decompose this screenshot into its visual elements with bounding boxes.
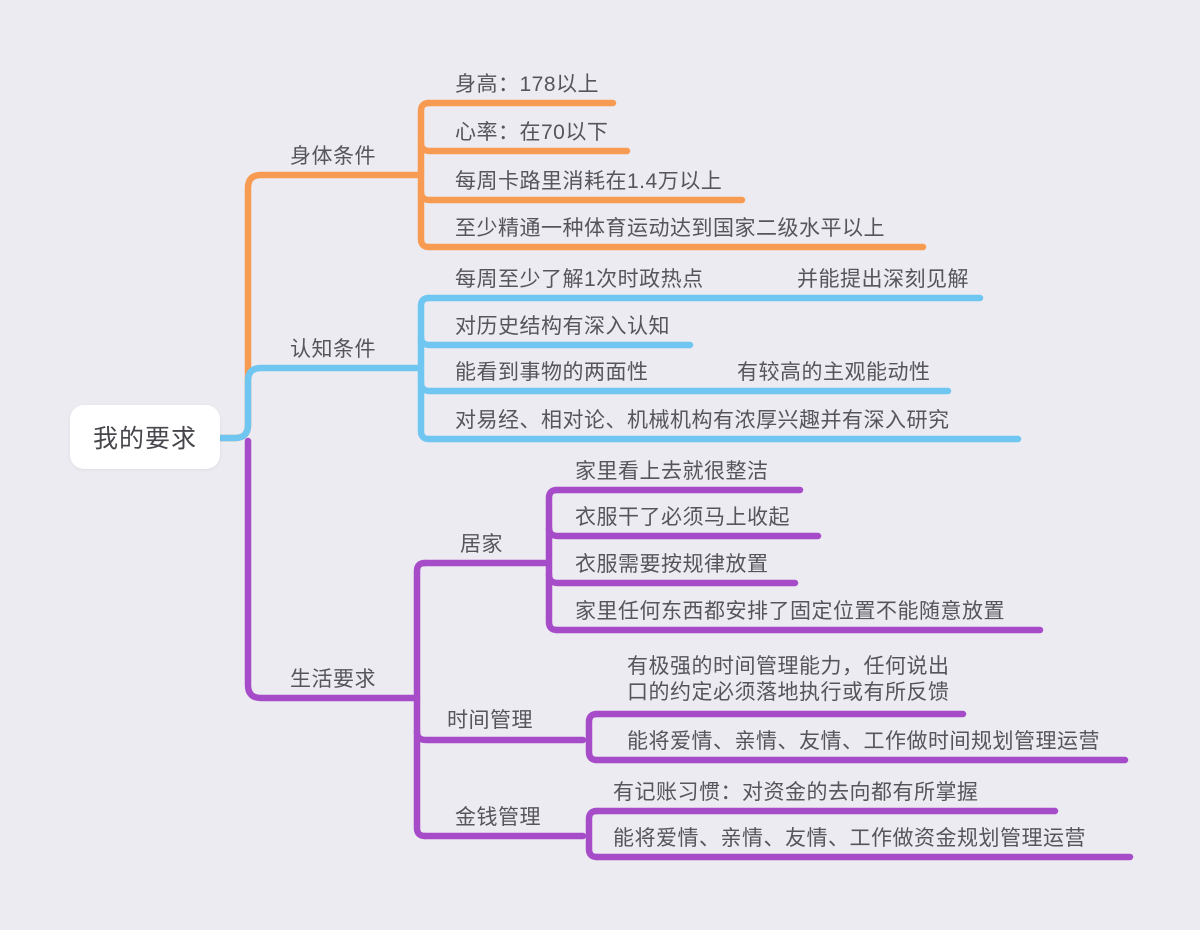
- node-height[interactable]: 身高：178以上: [455, 73, 600, 96]
- branch-cognitive[interactable]: 认知条件: [290, 338, 376, 361]
- node-heart-rate[interactable]: 心率：在70以下: [455, 121, 609, 144]
- cognitive-branch-lines: [216, 294, 1022, 443]
- node-two-sided-view[interactable]: 能看到事物的两面性: [455, 361, 649, 384]
- physical-branch-lines: [216, 99, 927, 442]
- node-current-affairs[interactable]: 每周至少了解1次时政热点: [455, 268, 704, 291]
- node-interests-research[interactable]: 对易经、相对论、机械机构有浓厚兴趣并有深入研究: [455, 409, 950, 432]
- branch-time-management[interactable]: 时间管理: [447, 709, 533, 732]
- root-node[interactable]: 我的要求: [70, 405, 220, 469]
- node-fixed-positions[interactable]: 家里任何东西都安排了固定位置不能随意放置: [575, 600, 1005, 623]
- node-deep-insights[interactable]: 并能提出深刻见解: [797, 268, 969, 291]
- node-time-ability[interactable]: 有极强的时间管理能力，任何说出 口的约定必须落地执行或有所反馈: [627, 655, 950, 704]
- branch-physical[interactable]: 身体条件: [290, 145, 376, 168]
- node-bookkeeping[interactable]: 有记账习惯：对资金的去向都有所掌握: [613, 781, 979, 804]
- node-subjective-initiative[interactable]: 有较高的主观能动性: [737, 361, 931, 384]
- node-time-planning[interactable]: 能将爱情、亲情、友情、工作做时间规划管理运营: [627, 730, 1100, 753]
- branch-home[interactable]: 居家: [460, 533, 503, 556]
- life-branch-lines: [244, 437, 1134, 861]
- node-sports-level[interactable]: 至少精通一种体育运动达到国家二级水平以上: [455, 217, 885, 240]
- branch-money-management[interactable]: 金钱管理: [455, 806, 541, 829]
- node-clothes-put-away[interactable]: 衣服干了必须马上收起: [575, 506, 790, 529]
- node-tidy-home[interactable]: 家里看上去就很整洁: [575, 460, 769, 483]
- node-history-knowledge[interactable]: 对历史结构有深入认知: [455, 315, 670, 338]
- node-money-planning[interactable]: 能将爱情、亲情、友情、工作做资金规划管理运营: [613, 827, 1086, 850]
- branch-life[interactable]: 生活要求: [290, 668, 376, 691]
- node-weekly-calories[interactable]: 每周卡路里消耗在1.4万以上: [455, 170, 723, 193]
- node-clothes-order[interactable]: 衣服需要按规律放置: [575, 553, 769, 576]
